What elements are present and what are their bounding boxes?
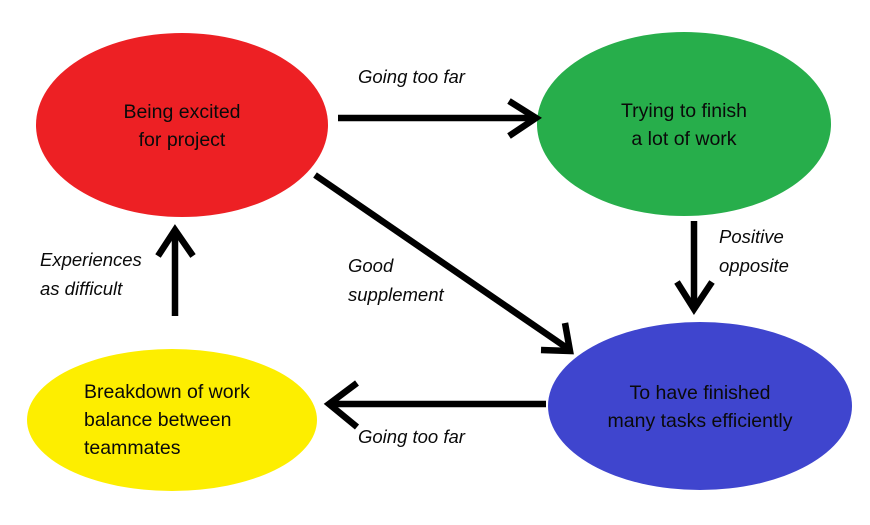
blue-ellipse-shape[interactable] — [548, 322, 852, 490]
edge-label-experiences-line1: Experiences — [40, 249, 142, 270]
yellow-ellipse-shape[interactable] — [27, 349, 317, 491]
edge-label-positive-opposite-line1: Positive — [719, 226, 784, 247]
edge-label-experiences-line2: as difficult — [40, 278, 123, 299]
node-trying[interactable]: Trying to finish a lot of work — [537, 32, 831, 216]
edge-label-positive-opposite-line2: opposite — [719, 255, 789, 276]
node-finished[interactable]: To have finished many tasks efficiently — [548, 322, 852, 490]
node-excited-line2: for project — [139, 129, 226, 151]
arrow-trying-to-finished-head — [674, 280, 715, 315]
arrow-excited-to-finished-head — [540, 322, 574, 355]
arrow-trying-to-finished[interactable] — [674, 221, 715, 315]
node-breakdown-line3: teammates — [84, 437, 181, 459]
node-trying-line2: a lot of work — [631, 128, 736, 150]
arrow-excited-to-trying-head — [507, 98, 542, 139]
green-ellipse-shape[interactable] — [537, 32, 831, 216]
node-excited-line1: Being excited — [123, 101, 240, 123]
arrow-finished-to-breakdown-head — [323, 380, 360, 430]
arrow-finished-to-breakdown[interactable] — [323, 380, 546, 430]
node-breakdown-line2: balance between — [84, 409, 231, 431]
arrow-breakdown-to-excited[interactable] — [155, 224, 196, 316]
arrow-excited-to-trying[interactable] — [338, 98, 542, 139]
arrow-excited-to-finished[interactable] — [313, 172, 574, 355]
edge-label-good-supplement-line2: supplement — [348, 284, 445, 305]
edge-label-good-supplement-line1: Good — [348, 255, 394, 276]
node-excited[interactable]: Being excited for project — [36, 33, 328, 217]
node-finished-line2: many tasks efficiently — [608, 410, 793, 432]
arrow-breakdown-to-excited-head — [155, 224, 196, 258]
node-trying-line1: Trying to finish — [621, 100, 747, 122]
arrow-excited-to-finished-line — [313, 172, 569, 351]
edge-label-going-too-far-top: Going too far — [358, 66, 466, 87]
node-breakdown[interactable]: Breakdown of work balance between teamma… — [27, 349, 317, 491]
red-ellipse-shape[interactable] — [36, 33, 328, 217]
edge-label-going-too-far-bottom: Going too far — [358, 426, 466, 447]
node-breakdown-line1: Breakdown of work — [84, 381, 250, 403]
node-finished-line1: To have finished — [630, 382, 771, 404]
